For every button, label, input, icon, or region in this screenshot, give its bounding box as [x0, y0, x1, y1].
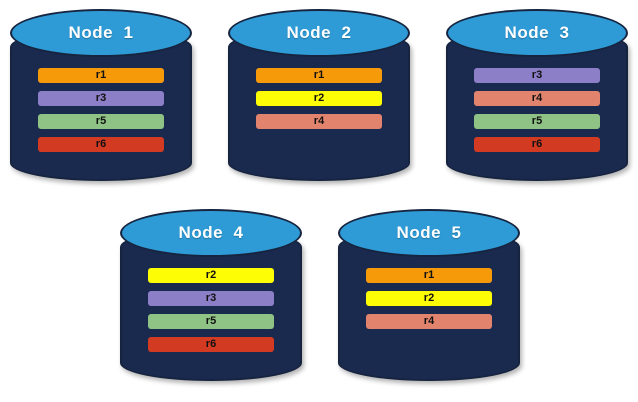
node-cylinder-1[interactable]: Node 1 r1 r3 r5 r6: [10, 6, 192, 196]
record-list: r1 r2 r4: [256, 68, 382, 129]
node-cylinder-5[interactable]: Node 5 r1 r2 r4: [338, 206, 520, 396]
node-cylinder-2[interactable]: Node 2 r1 r2 r4: [228, 6, 410, 196]
record-list: r2 r3 r5 r6: [148, 268, 274, 352]
node-title: Node 2: [286, 23, 352, 42]
node-title: Node 1: [68, 23, 134, 42]
record-bar[interactable]: r6: [474, 137, 600, 152]
record-bar[interactable]: r4: [256, 114, 382, 129]
node-title: Node 4: [178, 223, 244, 242]
record-bar[interactable]: r1: [366, 268, 492, 283]
record-list: r1 r2 r4: [366, 268, 492, 329]
record-list: r1 r3 r5 r6: [38, 68, 164, 152]
node-cylinder-3[interactable]: Node 3 r3 r4 r5 r6: [446, 6, 628, 196]
record-bar[interactable]: r5: [38, 114, 164, 129]
cylinder-top-disc: [10, 9, 192, 57]
record-bar[interactable]: r2: [366, 291, 492, 306]
node-title: Node 3: [504, 23, 570, 42]
record-bar[interactable]: r3: [474, 68, 600, 83]
record-list: r3 r4 r5 r6: [474, 68, 600, 152]
record-bar[interactable]: r3: [148, 291, 274, 306]
record-bar[interactable]: r2: [256, 91, 382, 106]
record-bar[interactable]: r6: [38, 137, 164, 152]
cylinder-top-disc: [446, 9, 628, 57]
record-bar[interactable]: r1: [256, 68, 382, 83]
record-bar[interactable]: r2: [148, 268, 274, 283]
record-bar[interactable]: r5: [148, 314, 274, 329]
record-bar[interactable]: r3: [38, 91, 164, 106]
record-bar[interactable]: r5: [474, 114, 600, 129]
record-bar[interactable]: r1: [38, 68, 164, 83]
node-cylinder-4[interactable]: Node 4 r2 r3 r5 r6: [120, 206, 302, 396]
cylinder-top-disc: [120, 209, 302, 257]
record-bar[interactable]: r6: [148, 337, 274, 352]
record-bar[interactable]: r4: [366, 314, 492, 329]
cylinder-top-disc: [338, 209, 520, 257]
cylinder-top-disc: [228, 9, 410, 57]
record-bar[interactable]: r4: [474, 91, 600, 106]
node-title: Node 5: [396, 223, 462, 242]
